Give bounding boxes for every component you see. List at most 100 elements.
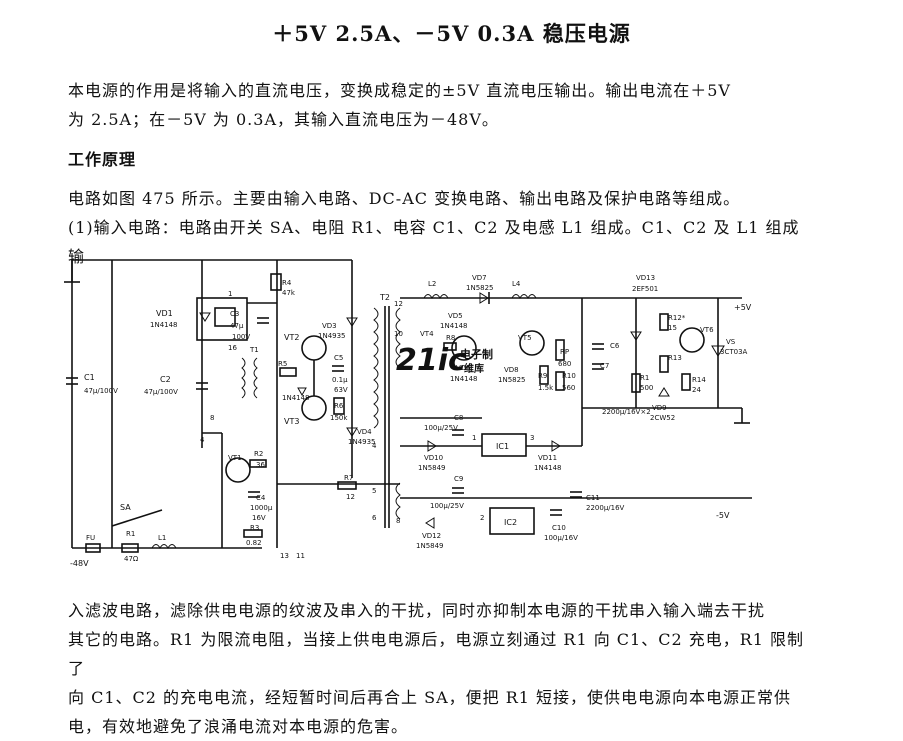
transistor-vt6: VT6	[679, 326, 714, 353]
body-paragraph: 电路如图 475 所示。主要由输入电路、DC-AC 变换电路、输出电路及保护电路…	[68, 184, 808, 271]
transformer-t2: T2 12 10 4 5 6 8	[372, 293, 403, 528]
svg-text:1N4148: 1N4148	[534, 464, 562, 472]
svg-text:R2: R2	[254, 450, 263, 458]
svg-text:SA: SA	[120, 503, 131, 512]
switch-sa: SA	[111, 503, 163, 527]
input-voltage-label: -48V	[70, 559, 89, 568]
svg-text:3CT03A: 3CT03A	[720, 348, 748, 356]
svg-text:L1: L1	[158, 534, 166, 542]
svg-text:C9: C9	[454, 475, 463, 483]
svg-text:1.5k: 1.5k	[538, 384, 554, 392]
intro-line-2: 为 2.5A；在－5V 为 0.3A，其输入直流电压为－48V。	[68, 110, 499, 129]
svg-text:R12*: R12*	[668, 314, 686, 322]
svg-text:10: 10	[394, 330, 403, 338]
svg-text:C7: C7	[600, 362, 609, 370]
capacitor-c1: C1 47μ/100V	[66, 373, 118, 395]
capacitor-c11: C11 2200μ/16V	[570, 491, 625, 512]
svg-text:VD4: VD4	[357, 428, 372, 436]
transformer-t1: T1	[241, 346, 259, 399]
svg-text:R4: R4	[282, 279, 292, 287]
svg-text:VD8: VD8	[504, 366, 519, 374]
diode-vd3: VD3 1N4935	[318, 317, 358, 340]
bottom-line-1: 入滤波电路，滤除供电电源的纹波及串入的干扰，同时亦抑制本电源的干扰串入输入端去干…	[68, 601, 766, 620]
svg-text:2EF501: 2EF501	[632, 285, 658, 293]
svg-text:100μ/25V: 100μ/25V	[430, 502, 464, 510]
resistor-r9: R9 1.5k	[538, 365, 554, 392]
diode-vd8: VD8 1N5825	[498, 366, 526, 384]
svg-text:C4: C4	[256, 494, 266, 502]
output-plus5v-label: +5V	[734, 303, 752, 312]
svg-text:R3: R3	[250, 524, 259, 532]
svg-text:100μ/25V: 100μ/25V	[424, 424, 458, 432]
svg-text:500: 500	[640, 384, 653, 392]
resistor-r1b: R1 500	[631, 373, 653, 393]
svg-text:1N5849: 1N5849	[418, 464, 446, 472]
svg-text:36: 36	[256, 461, 265, 469]
svg-text:L4: L4	[512, 280, 521, 288]
svg-text:1000μ: 1000μ	[250, 504, 273, 512]
ic-ic2: IC2 2	[480, 507, 535, 535]
svg-text:T1: T1	[249, 346, 259, 354]
svg-text:1N4148: 1N4148	[282, 394, 310, 402]
capacitor-c6: C6	[592, 342, 620, 350]
svg-text:VT1: VT1	[228, 454, 242, 462]
svg-text:21ic: 21ic	[396, 343, 466, 378]
capacitor-c7: C7 2200μ/16V×2	[592, 362, 651, 416]
bottom-line-3: 向 C1、C2 的充电电流，经短暂时间后再合上 SA，便把 R1 短接，使供电电…	[68, 688, 792, 707]
svg-text:680: 680	[558, 360, 571, 368]
svg-text:IC1: IC1	[496, 442, 509, 451]
resistor-r3: R3 0.82	[243, 524, 263, 547]
svg-text:11: 11	[296, 552, 305, 560]
svg-text:C11: C11	[586, 494, 600, 502]
diode-vd1: VD1 1N4148	[150, 309, 178, 329]
svg-text:1: 1	[472, 434, 476, 442]
svg-text:L2: L2	[428, 280, 436, 288]
svg-text:R8: R8	[446, 334, 455, 342]
svg-text:2200μ/16V×2: 2200μ/16V×2	[602, 408, 651, 416]
svg-text:47μ/100V: 47μ/100V	[84, 387, 118, 395]
svg-text:T2: T2	[379, 293, 390, 302]
fuse-fu: FU	[85, 534, 101, 553]
svg-text:47μ: 47μ	[230, 322, 244, 330]
diode-vd6: VD6 1N4148	[450, 364, 478, 383]
svg-text:VD7: VD7	[472, 274, 487, 282]
svg-text:4: 4	[200, 436, 205, 444]
svg-text:8: 8	[210, 414, 214, 422]
bottom-line-2: 其它的电路。R1 为限流电阻，当接上供电电源后，电源立刻通过 R1 向 C1、C…	[68, 630, 805, 678]
ic-ic1: IC1 1 3	[472, 433, 534, 457]
svg-text:0.1μ: 0.1μ	[332, 376, 348, 384]
svg-text:R1: R1	[640, 374, 649, 382]
bottom-line-4: 电，有效地避免了浪涌电流对本电源的危害。	[68, 717, 409, 736]
capacitor-c5: C5 0.1μ 63V	[332, 354, 348, 394]
diode-vd5: VD5 1N4148	[440, 312, 468, 330]
resistor-r1: R1 47Ω	[121, 530, 139, 563]
svg-text:IC2: IC2	[504, 518, 517, 527]
transistor-vt4: VT4	[420, 330, 477, 361]
svg-text:12: 12	[346, 493, 355, 501]
capacitor-c3: C3 47μ 100V	[230, 310, 269, 341]
svg-text:560: 560	[562, 384, 575, 392]
intro-line-1: 本电源的作用是将输入的直流电压，变换成稳定的±5V 直流电压输出。输出电流在＋5…	[68, 81, 731, 100]
svg-text:C2: C2	[160, 375, 171, 384]
resistor-r7: R7 12	[337, 474, 357, 501]
resistor-r12: R12* 15	[659, 313, 686, 332]
svg-text:C10: C10	[552, 524, 566, 532]
svg-text:VD5: VD5	[448, 312, 463, 320]
svg-text:47μ/100V: 47μ/100V	[144, 388, 178, 396]
svg-text:1N5825: 1N5825	[466, 284, 494, 292]
svg-text:47Ω: 47Ω	[124, 555, 139, 563]
svg-text:1N4935: 1N4935	[318, 332, 346, 340]
svg-text:24: 24	[692, 386, 701, 394]
transistor-vt1: VT1	[225, 454, 251, 483]
svg-text:VD13: VD13	[636, 274, 655, 282]
svg-text:13: 13	[280, 552, 289, 560]
svg-text:VT3: VT3	[284, 417, 299, 426]
svg-text:2: 2	[480, 514, 484, 522]
resistor-r8: R8	[443, 334, 457, 351]
svg-text:R9: R9	[538, 372, 547, 380]
output-minus5v-label: -5V	[716, 511, 730, 520]
watermark-logo: 21ic 电子制 维库	[396, 343, 493, 378]
svg-text:C5: C5	[334, 354, 343, 362]
diode-vd2: 1N4148	[282, 387, 310, 402]
svg-text:2CW52: 2CW52	[650, 414, 675, 422]
